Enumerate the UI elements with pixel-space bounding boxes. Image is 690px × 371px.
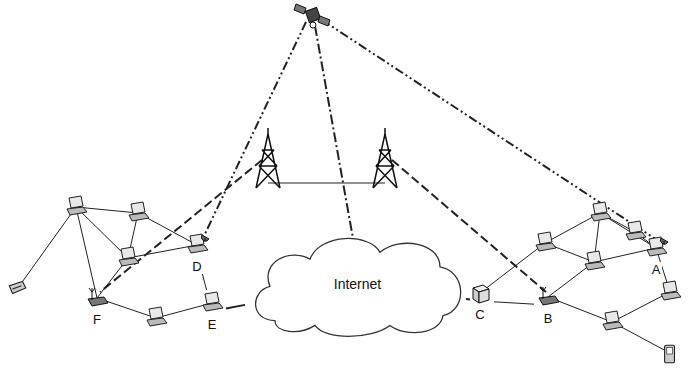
node-text: F: [91, 312, 103, 327]
node-letter: F: [83, 313, 111, 327]
device-icon: [83, 285, 111, 311]
device-icon: [466, 280, 494, 306]
node-text: C: [473, 307, 486, 322]
network-link: [466, 298, 470, 301]
device-icon: [642, 235, 670, 261]
internet-cloud: Internet: [245, 228, 470, 340]
node-text: Internet: [334, 276, 381, 292]
node-letter: D: [183, 260, 211, 274]
node-text: D: [190, 259, 203, 274]
network-device: F: [83, 285, 111, 327]
network-link: [226, 305, 245, 309]
network-device: E: [198, 290, 226, 332]
network-device: A: [642, 235, 670, 277]
network-device: C: [466, 280, 494, 322]
cloud-label: Internet: [245, 276, 470, 292]
node-text: B: [542, 311, 555, 326]
network-device: D: [183, 232, 211, 274]
node-text: A: [650, 262, 663, 277]
device-icon: [534, 284, 562, 310]
node-letter: A: [642, 263, 670, 277]
network-link: [494, 302, 534, 304]
network-link: [202, 274, 206, 290]
device-icon: [198, 290, 226, 316]
device-icon: [183, 232, 211, 258]
node-letter: C: [466, 308, 494, 322]
node-letter: B: [534, 312, 562, 326]
network-device: B: [534, 284, 562, 326]
node-letter: E: [198, 318, 226, 332]
node-text: E: [206, 317, 219, 332]
